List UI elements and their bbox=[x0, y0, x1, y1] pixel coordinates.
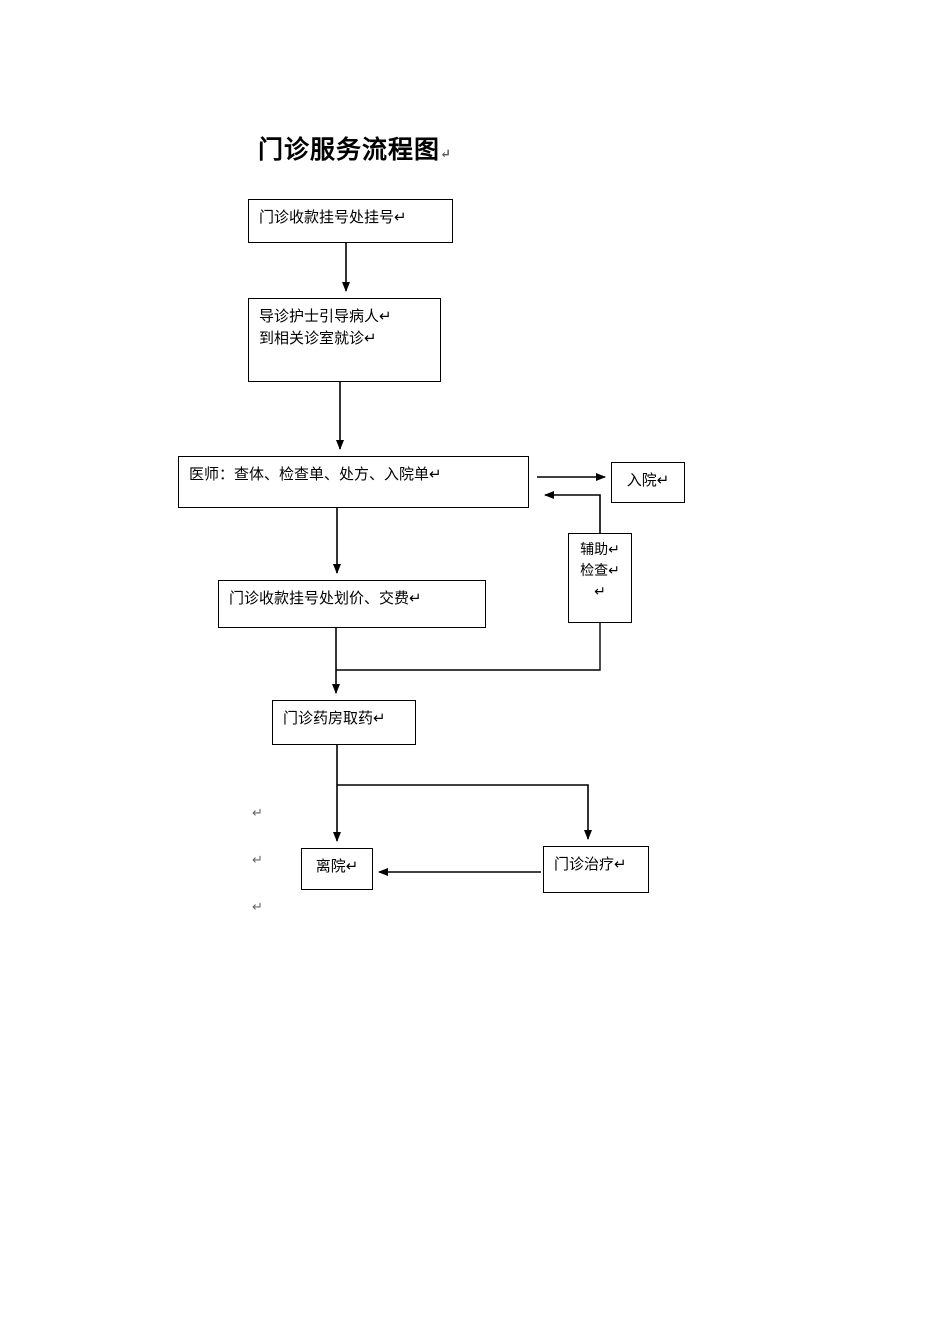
node-pharmacy[interactable]: 门诊药房取药↵ bbox=[272, 700, 416, 745]
edge-auxiliary-to-pharmacy-path bbox=[336, 623, 601, 671]
edge-auxiliary-to-physician bbox=[544, 491, 601, 533]
node-outpatient-treatment[interactable]: 门诊治疗↵ bbox=[543, 846, 649, 893]
node-pricing-payment[interactable]: 门诊收款挂号处划价、交费↵ bbox=[218, 580, 486, 628]
stray-pilcrow-2: ↵ bbox=[252, 853, 263, 868]
page-title: 门诊服务流程图↵ bbox=[258, 130, 452, 166]
node-discharge[interactable]: 离院↵ bbox=[301, 848, 373, 890]
stray-pilcrow-3: ↵ bbox=[252, 900, 263, 915]
page-title-pilcrow: ↵ bbox=[440, 147, 452, 162]
node-registration[interactable]: 门诊收款挂号处挂号↵ bbox=[248, 199, 453, 243]
page-title-text: 门诊服务流程图 bbox=[258, 135, 441, 164]
node-physician[interactable]: 医师：查体、检查单、处方、入院单↵ bbox=[178, 456, 529, 508]
node-triage-nurse[interactable]: 导诊护士引导病人↵ 到相关诊室就诊↵ bbox=[248, 298, 441, 382]
node-auxiliary-exam[interactable]: 辅助↵ 检查↵ ↵ bbox=[568, 533, 632, 623]
stray-pilcrow-1: ↵ bbox=[252, 806, 263, 821]
edge-pharmacy-to-treatment bbox=[337, 784, 592, 840]
node-admission[interactable]: 入院↵ bbox=[611, 462, 685, 503]
